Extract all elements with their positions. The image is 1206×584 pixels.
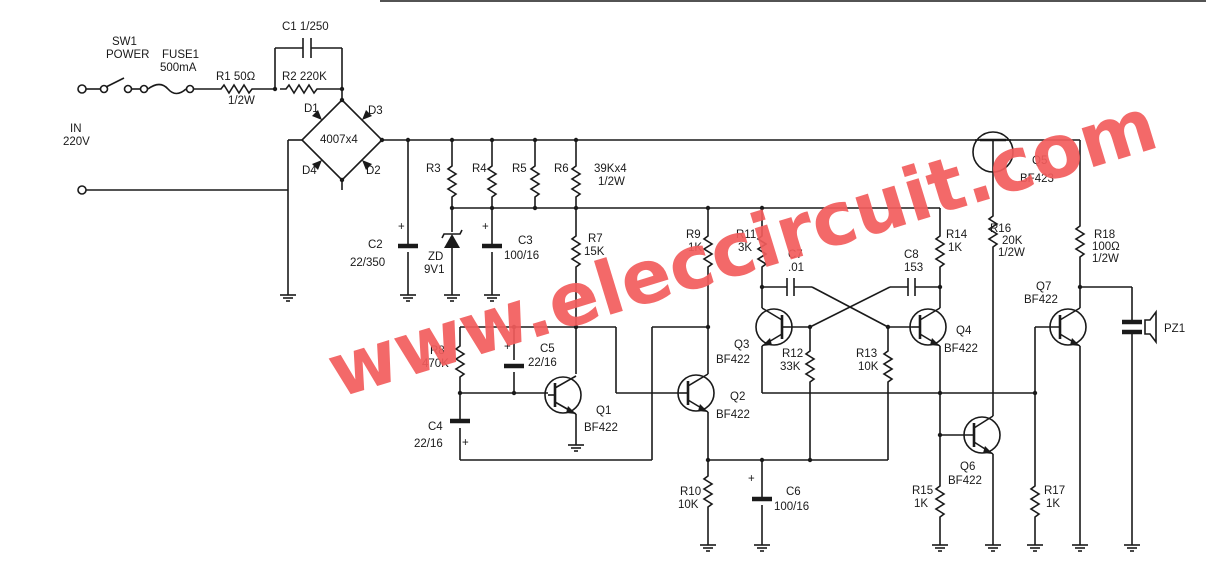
label-r4: R4 bbox=[472, 163, 487, 175]
plus-c5: + bbox=[504, 341, 511, 353]
stage-q2 bbox=[677, 208, 888, 552]
power-input bbox=[77, 38, 345, 195]
label-r3: R3 bbox=[426, 163, 441, 175]
label-d1: D1 bbox=[304, 103, 319, 115]
resistor-bank bbox=[447, 137, 940, 211]
bridge-rectifier bbox=[279, 97, 1080, 302]
plus-c6: + bbox=[748, 473, 755, 485]
stage-q5-q6 bbox=[940, 131, 1014, 552]
label-r2: R2 220K bbox=[282, 71, 327, 83]
stage-q1 bbox=[450, 208, 708, 461]
label-c7: C7.01 bbox=[788, 249, 804, 274]
plus-c3: + bbox=[482, 221, 489, 233]
label-c1: C1 1/250 bbox=[282, 21, 329, 33]
zener-diode bbox=[441, 205, 463, 302]
capacitor-c2 bbox=[398, 137, 418, 302]
multivibrator bbox=[755, 208, 1035, 552]
label-bridge: 4007x4 bbox=[320, 134, 358, 146]
stage-q7 bbox=[1026, 140, 1157, 552]
label-r5: R5 bbox=[512, 163, 527, 175]
capacitor-c3 bbox=[482, 208, 502, 302]
label-d2: D2 bbox=[366, 165, 381, 177]
piezo-buzzer bbox=[1122, 309, 1157, 345]
label-d3: D3 bbox=[368, 105, 383, 117]
plus-c2: + bbox=[398, 221, 405, 233]
label-pz1: PZ1 bbox=[1164, 323, 1185, 335]
plus-c4: + bbox=[462, 437, 469, 449]
label-d4: D4 bbox=[302, 165, 317, 177]
